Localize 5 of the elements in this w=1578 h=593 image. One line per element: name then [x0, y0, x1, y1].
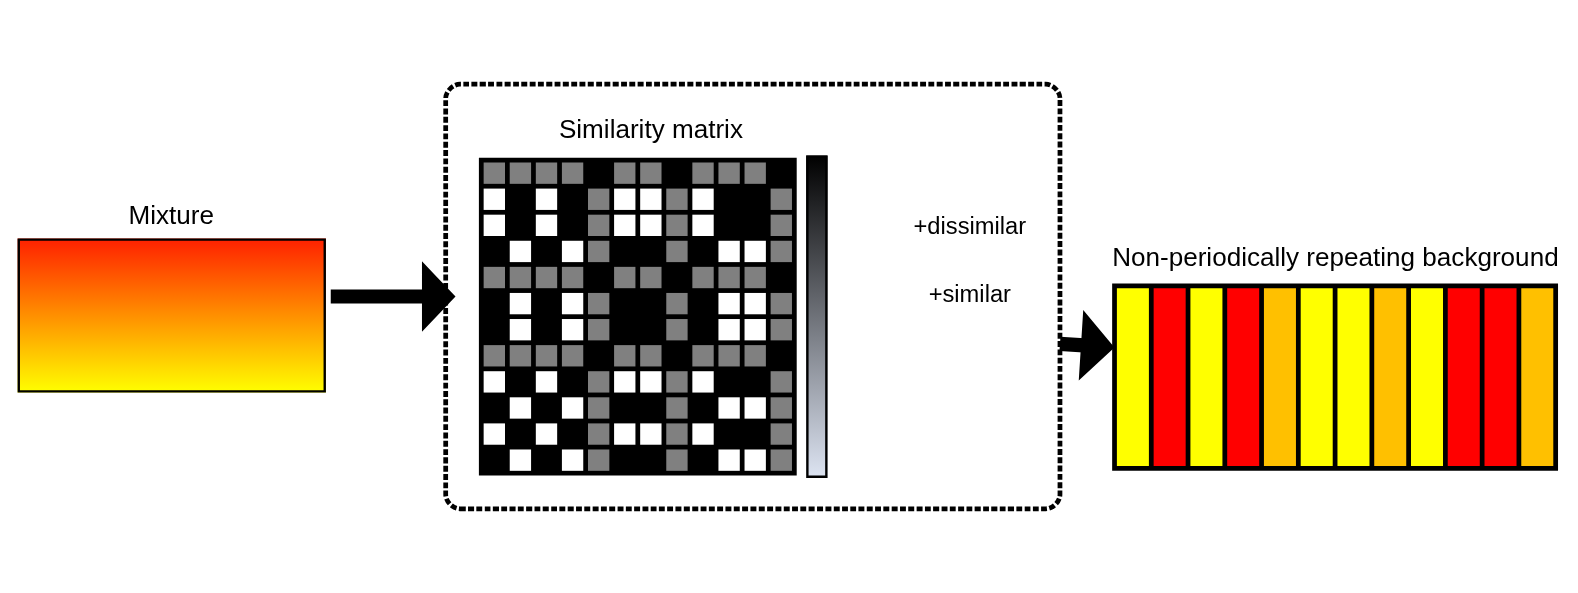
node-label: Similarity matrix [558, 114, 743, 145]
node-label: Mixture [128, 199, 214, 230]
label: +similar [928, 281, 1012, 308]
node-label: Non-periodically repeating background [1112, 242, 1559, 273]
label: +dissimilar [913, 212, 1027, 239]
